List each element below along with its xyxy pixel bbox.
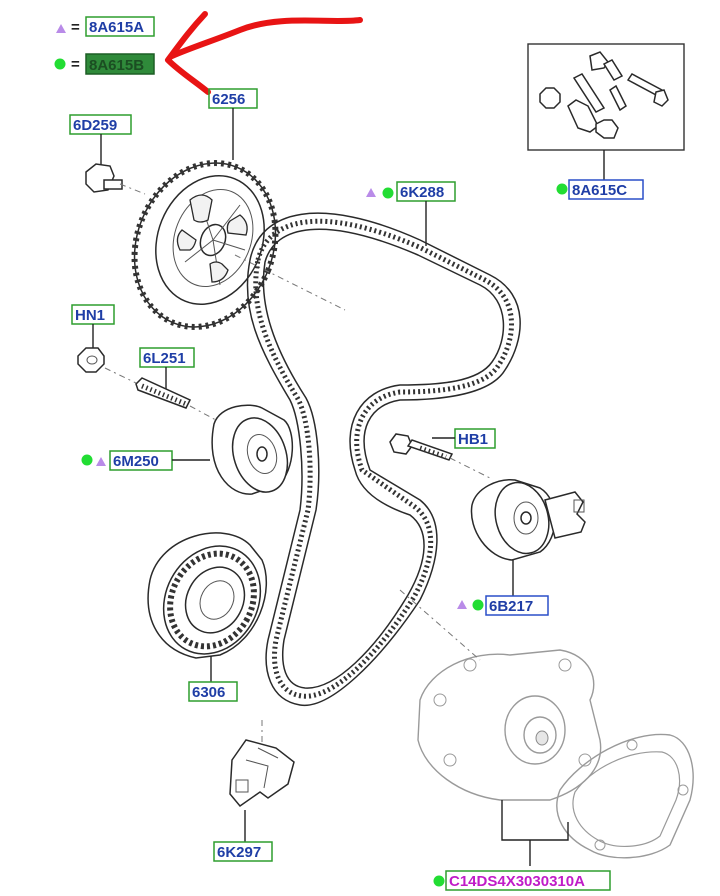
label-6256[interactable]: 6256 xyxy=(208,88,258,109)
water-pump-assembly xyxy=(417,649,602,801)
label-HB1-text: HB1 xyxy=(458,431,488,448)
label-8A615C[interactable]: 8A615C xyxy=(556,179,644,200)
label-6256-text: 6256 xyxy=(212,91,245,108)
label-6M250[interactable]: 6M250 xyxy=(81,450,173,471)
label-6K288[interactable]: 6K288 xyxy=(366,181,456,202)
label-6K297[interactable]: 6K297 xyxy=(213,841,273,862)
label-C14DS4X3030310A-text: C14DS4X3030310A xyxy=(449,873,585,890)
label-6B217-text: 6B217 xyxy=(489,598,533,615)
crankshaft-sprocket-6306 xyxy=(147,532,268,659)
label-6D259-text: 6D259 xyxy=(73,117,117,134)
red-arrow-annotation xyxy=(165,11,363,95)
stud-6L251 xyxy=(135,377,192,409)
label-6B217[interactable]: 6B217 xyxy=(457,595,549,616)
timing-belt-6K288 xyxy=(246,212,521,706)
label-8A615C-text: 8A615C xyxy=(572,182,627,199)
bracket-6K297 xyxy=(229,720,295,808)
label-6D259[interactable]: 6D259 xyxy=(69,114,132,135)
camshaft-sprocket-6256 xyxy=(131,160,279,330)
nut-HN1 xyxy=(77,347,105,373)
bolt-6D259 xyxy=(85,163,146,195)
legend: = 8A615A = 8A615B xyxy=(54,16,155,75)
idler-pulley-6M250 xyxy=(211,404,294,495)
legend-equals-2: = xyxy=(71,56,80,73)
legend-code-triangle[interactable]: 8A615A xyxy=(89,19,144,36)
circle-marker-icon xyxy=(54,58,66,70)
label-6M250-text: 6M250 xyxy=(113,453,159,470)
label-C14DS4X3030310A[interactable]: C14DS4X3030310A xyxy=(433,870,611,891)
bolt-HB1 xyxy=(389,433,454,461)
label-HB1[interactable]: HB1 xyxy=(454,428,496,449)
label-6306-text: 6306 xyxy=(192,684,225,701)
tensioner-6B217 xyxy=(470,479,586,561)
legend-code-circle[interactable]: 8A615B xyxy=(89,57,144,74)
label-6K297-text: 6K297 xyxy=(217,844,261,861)
water-pump-gasket xyxy=(556,733,694,859)
legend-equals-1: = xyxy=(71,19,80,36)
label-6L251[interactable]: 6L251 xyxy=(139,347,195,368)
label-6K288-text: 6K288 xyxy=(400,184,444,201)
label-6L251-text: 6L251 xyxy=(143,350,186,367)
bolt-kit-box-8A615C xyxy=(527,43,685,151)
triangle-marker-icon xyxy=(56,24,66,33)
label-HN1-text: HN1 xyxy=(75,307,105,324)
label-6306[interactable]: 6306 xyxy=(188,681,238,702)
label-HN1[interactable]: HN1 xyxy=(71,304,115,325)
